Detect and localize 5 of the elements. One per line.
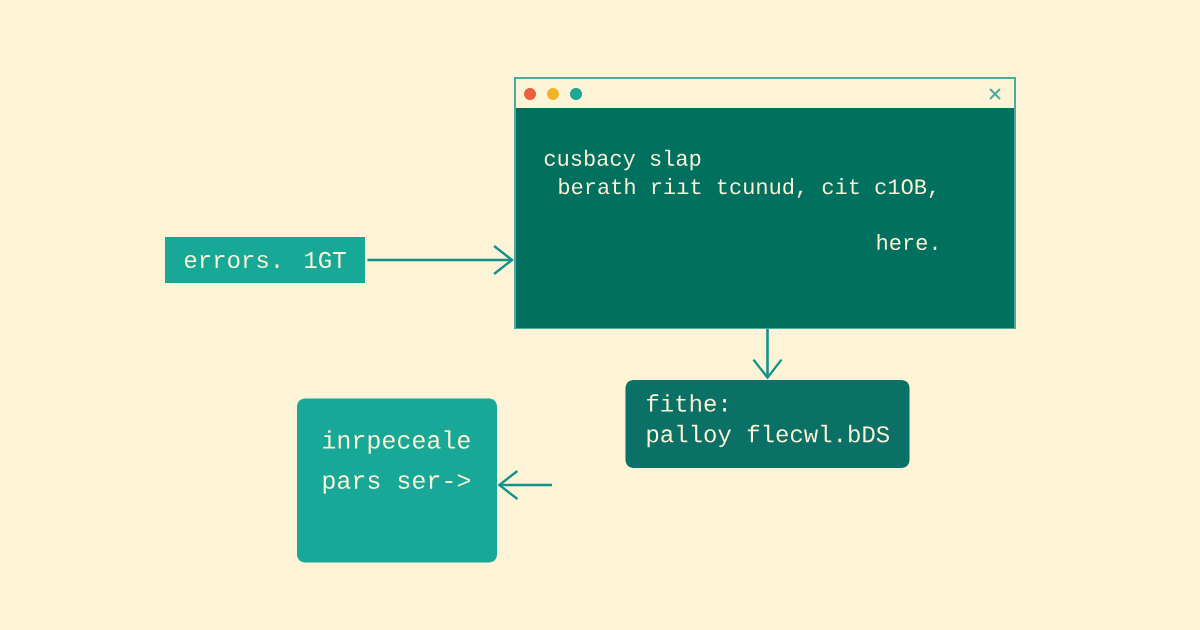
process-box: inrpeceale pars ser-> [297,398,497,563]
process-box: fithe: palloy flecwl.bDS [625,380,910,468]
arrow [367,245,514,275]
app-window: cusbacy slap berath riıt tcunud, cit c1OB, here. [514,77,1016,329]
process-box: errors. 1GT [165,237,365,283]
